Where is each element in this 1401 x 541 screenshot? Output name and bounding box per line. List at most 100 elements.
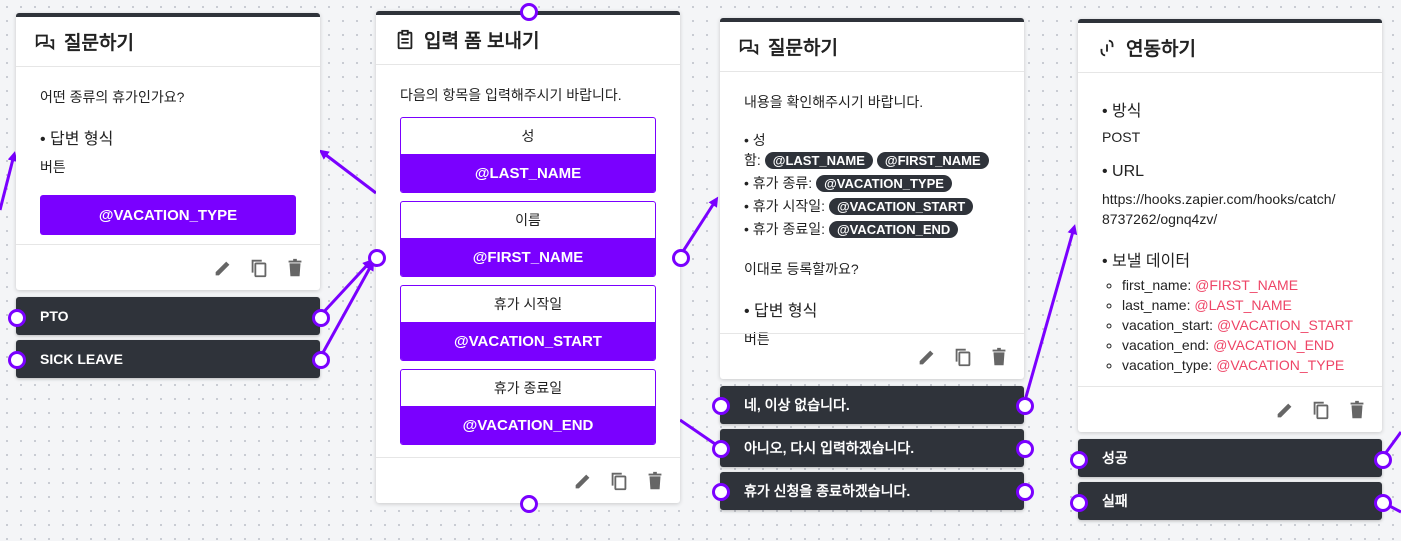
copy-icon[interactable]	[608, 470, 630, 492]
clipboard-icon	[394, 29, 416, 51]
integration-card[interactable]: 연동하기 • 방식 POST • URL https://hooks.zapie…	[1078, 19, 1382, 432]
data-item: vacation_end: @VACATION_END	[1122, 337, 1358, 353]
output-port[interactable]	[1016, 483, 1034, 501]
data-item: vacation_type: @VACATION_TYPE	[1122, 357, 1358, 373]
data-var: @VACATION_START	[1216, 317, 1354, 333]
output-port[interactable]	[1016, 397, 1034, 415]
copy-icon[interactable]	[1310, 399, 1332, 421]
variable-tag: @VACATION_END	[828, 221, 959, 238]
card-title: 연동하기	[1126, 39, 1196, 60]
answer-format-label: • 답변 형식	[744, 303, 818, 320]
card-header: 질문하기	[16, 17, 320, 67]
line-label: • 휴가 시작일:	[744, 198, 825, 214]
top-port[interactable]	[520, 3, 538, 21]
confirm-question: 이대로 등록할까요?	[744, 261, 859, 277]
pencil-icon[interactable]	[1274, 399, 1296, 421]
input-port[interactable]	[712, 440, 730, 458]
field-label: 휴가 시작일	[493, 296, 563, 312]
summary-line-type: • 휴가 종류:@VACATION_TYPE	[744, 173, 1000, 193]
data-item: first_name: @FIRST_NAME	[1122, 277, 1358, 293]
output-port[interactable]	[1374, 451, 1392, 469]
url-label: • URL	[1102, 163, 1145, 180]
option-failure[interactable]: 실패	[1078, 482, 1382, 520]
card-actions	[16, 244, 320, 290]
output-port[interactable]	[312, 309, 330, 327]
pencil-icon[interactable]	[916, 346, 938, 368]
option-confirm-yes[interactable]: 네, 이상 없습니다.	[720, 386, 1024, 424]
form-intro-text: 다음의 항목을 입력해주시기 바랍니다.	[400, 87, 622, 103]
input-port[interactable]	[8, 309, 26, 327]
chat-bubbles-icon	[34, 31, 56, 53]
trash-icon[interactable]	[1346, 399, 1368, 421]
output-port[interactable]	[1374, 494, 1392, 512]
variable-tag: @VACATION_START	[828, 198, 974, 215]
input-port[interactable]	[712, 483, 730, 501]
data-key: first_name:	[1122, 277, 1192, 293]
option-label: 실패	[1102, 493, 1128, 509]
form-field-last-name[interactable]: 성 @LAST_NAME	[400, 117, 656, 193]
option-cancel-request[interactable]: 휴가 신청을 종료하겠습니다.	[720, 472, 1024, 510]
trash-icon[interactable]	[644, 470, 666, 492]
form-field-vacation-end[interactable]: 휴가 종료일 @VACATION_END	[400, 369, 656, 445]
card-title: 질문하기	[768, 38, 838, 59]
data-list: first_name: @FIRST_NAME last_name: @LAST…	[1102, 277, 1358, 373]
data-key: vacation_start:	[1122, 317, 1214, 333]
data-item: vacation_start: @VACATION_START	[1122, 317, 1358, 333]
answer-format-value: 버튼	[40, 159, 66, 175]
trash-icon[interactable]	[284, 257, 306, 279]
option-reenter[interactable]: 아니오, 다시 입력하겠습니다.	[720, 429, 1024, 467]
method-label: • 방식	[1102, 103, 1142, 120]
option-label: PTO	[40, 308, 69, 324]
data-key: vacation_type:	[1122, 357, 1213, 373]
field-label: 휴가 종료일	[493, 380, 563, 396]
option-label: SICK LEAVE	[40, 351, 123, 367]
output-port[interactable]	[312, 351, 330, 369]
data-var: @VACATION_TYPE	[1216, 357, 1345, 373]
option-label: 성공	[1102, 450, 1128, 466]
card-header: 질문하기	[720, 22, 1024, 72]
answer-format-label: • 답변 형식	[40, 131, 114, 148]
card-header: 입력 폼 보내기	[376, 15, 680, 65]
data-var: @VACATION_END	[1213, 337, 1335, 353]
copy-icon[interactable]	[248, 257, 270, 279]
url-line: 8737262/ognq4zv/	[1102, 211, 1218, 227]
copy-icon[interactable]	[952, 346, 974, 368]
data-key: vacation_end:	[1122, 337, 1210, 353]
link-icon	[1096, 37, 1118, 59]
pencil-icon[interactable]	[572, 470, 594, 492]
input-port[interactable]	[672, 249, 690, 267]
ask-question-card-2[interactable]: 질문하기 내용을 확인해주시기 바랍니다. • 성함:@LAST_NAME@FI…	[720, 18, 1024, 379]
variable-button-vacation-type[interactable]: @VACATION_TYPE	[40, 195, 296, 235]
option-pto[interactable]: PTO	[16, 297, 320, 335]
input-port[interactable]	[8, 351, 26, 369]
card-header: 연동하기	[1078, 23, 1382, 73]
ask-question-card-1[interactable]: 질문하기 어떤 종류의 휴가인가요? • 답변 형식 버튼 @VACATION_…	[16, 13, 320, 290]
output-port[interactable]	[1016, 440, 1034, 458]
input-port[interactable]	[712, 397, 730, 415]
form-field-first-name[interactable]: 이름 @FIRST_NAME	[400, 201, 656, 277]
bottom-port[interactable]	[520, 495, 538, 513]
pencil-icon[interactable]	[212, 257, 234, 279]
line-label: • 휴가 종류:	[744, 175, 813, 191]
option-sick-leave[interactable]: SICK LEAVE	[16, 340, 320, 378]
trash-icon[interactable]	[988, 346, 1010, 368]
card-title: 입력 폼 보내기	[424, 31, 540, 52]
input-port[interactable]	[1070, 451, 1088, 469]
summary-line-end: • 휴가 종료일:@VACATION_END	[744, 219, 1000, 239]
send-form-card[interactable]: 입력 폼 보내기 다음의 항목을 입력해주시기 바랍니다. 성 @LAST_NA…	[376, 11, 680, 503]
field-variable: @FIRST_NAME	[401, 238, 655, 276]
data-label: • 보낼 데이터	[1102, 253, 1191, 270]
chat-bubbles-icon	[738, 36, 760, 58]
form-field-vacation-start[interactable]: 휴가 시작일 @VACATION_START	[400, 285, 656, 361]
option-success[interactable]: 성공	[1078, 439, 1382, 477]
input-port[interactable]	[1070, 494, 1088, 512]
summary-line-name: • 성함:@LAST_NAME@FIRST_NAME	[744, 130, 1000, 170]
data-key: last_name:	[1122, 297, 1191, 313]
input-port[interactable]	[368, 249, 386, 267]
line-label: • 휴가 종료일:	[744, 221, 825, 237]
variable-tag: @VACATION_TYPE	[816, 175, 952, 192]
field-label: 성	[521, 128, 535, 144]
option-label: 아니오, 다시 입력하겠습니다.	[744, 440, 915, 456]
card-actions	[376, 457, 680, 503]
line-label: • 성함:	[744, 132, 766, 168]
